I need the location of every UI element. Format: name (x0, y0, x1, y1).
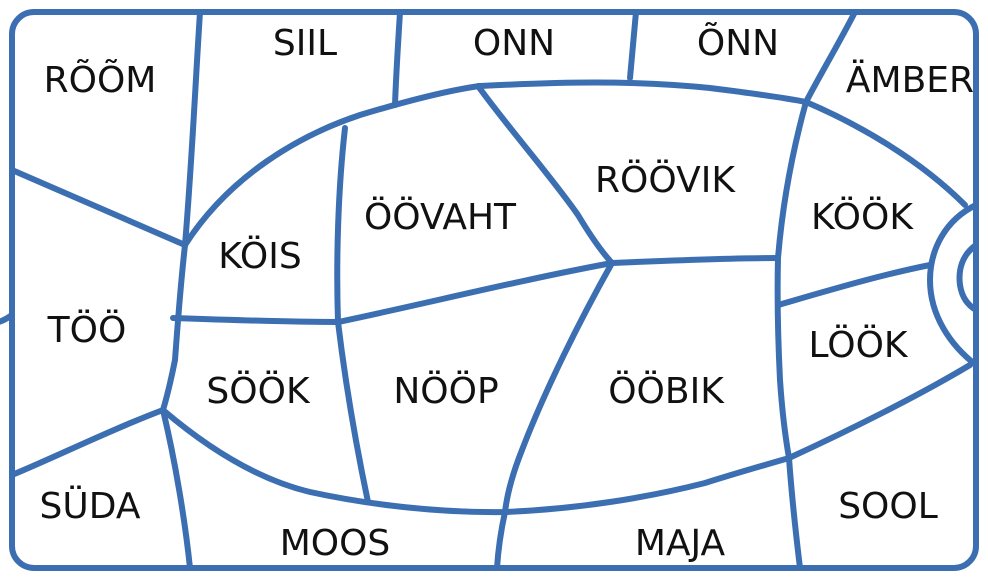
word-onn-tilde[interactable]: ÕNN (697, 22, 779, 64)
word-roovik[interactable]: RÖÖVIK (595, 159, 736, 201)
divider-room-too (9, 167, 188, 248)
divider-noop-oobik (502, 260, 615, 515)
word-onn[interactable]: ONN (473, 23, 555, 64)
divider-kook-look (775, 262, 933, 308)
word-maja[interactable]: MAJA (635, 523, 726, 564)
divider-maja-sool (786, 455, 803, 571)
divider-sook-noop (335, 319, 371, 505)
word-siil[interactable]: SIIL (273, 23, 337, 64)
divider-left-vertical (160, 242, 188, 413)
word-labels: RÕÕM SIIL ONN ÕNN ÄMBER RÖÖVIK ÖÖVAHT KÖ… (40, 22, 975, 564)
word-noop[interactable]: NÖÖP (393, 370, 498, 412)
word-moos[interactable]: MOOS (280, 523, 391, 564)
word-suda[interactable]: SÜDA (40, 485, 141, 527)
fish-eye-outer (927, 202, 979, 368)
fish-top-outline (182, 79, 968, 248)
divider-oovaht-roovik (475, 83, 615, 266)
word-oobik[interactable]: ÖÖBIK (608, 370, 725, 412)
word-look[interactable]: LÖÖK (808, 324, 908, 366)
divider-onn-onn (627, 9, 639, 81)
divider-onn-amber (803, 9, 858, 105)
divider-midline (170, 255, 781, 325)
word-sook[interactable]: SÖÖK (206, 370, 311, 412)
divider-too-suda (9, 407, 166, 478)
divider-kook-right-vertical (774, 99, 809, 461)
divider-room-siil (182, 9, 203, 248)
word-amber[interactable]: ÄMBER (846, 59, 974, 101)
region-outlines (0, 9, 979, 571)
word-too[interactable]: TÖÖ (47, 309, 127, 351)
word-room[interactable]: RÕÕM (44, 59, 157, 101)
divider-siil-onn (392, 9, 403, 108)
tail-line (0, 312, 15, 325)
word-kois[interactable]: KÖIS (218, 235, 301, 277)
divider-moos-maja (494, 509, 508, 571)
divider-kois-oovaht (334, 125, 348, 325)
word-oovaht[interactable]: ÖÖVAHT (364, 196, 517, 238)
fish-bottom-outline (160, 362, 973, 516)
divider-suda-moos (160, 407, 193, 571)
fish-eye-inner (956, 242, 979, 313)
word-sool[interactable]: SOOL (838, 486, 938, 527)
word-kook[interactable]: KÖÖK (811, 196, 914, 238)
